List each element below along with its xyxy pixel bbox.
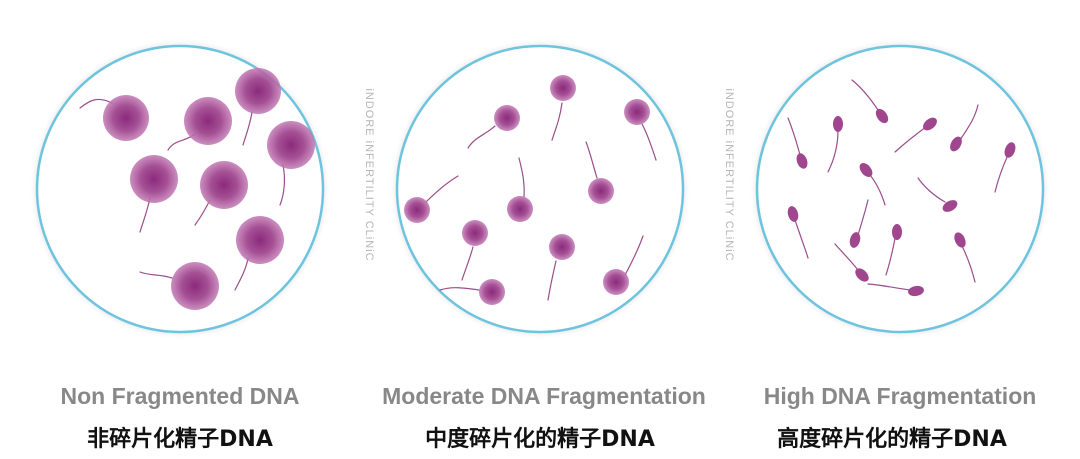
sperm-head <box>892 224 902 240</box>
sperm-tail <box>139 271 173 279</box>
sperm-head <box>908 285 924 297</box>
sperm-head <box>950 136 962 152</box>
sperm-head <box>849 232 861 248</box>
caption-zh-non-fragmented: 非碎片化精子DNA <box>87 427 273 452</box>
sperm-tail <box>242 111 253 146</box>
dish-3-sperm-group <box>787 79 1009 291</box>
sperm-tail <box>959 104 979 141</box>
sperm-head <box>796 153 808 169</box>
sperm-head <box>479 279 505 305</box>
sperm-head <box>507 196 533 222</box>
sperm-head <box>603 269 629 295</box>
sperm-tail <box>585 141 598 179</box>
caption-en-moderate: Moderate DNA Fragmentation <box>382 383 706 409</box>
sperm-tail <box>794 219 809 259</box>
sperm-tail <box>867 283 911 291</box>
sperm-head <box>942 200 958 212</box>
sperm-head <box>550 75 576 101</box>
sperm-tail <box>234 257 249 291</box>
watermark-1: iNDORE iNFERTILITY CLiNiC <box>361 30 377 320</box>
caption-en-high: High DNA Fragmentation <box>763 383 1037 409</box>
sperm-head <box>184 97 232 145</box>
sperm-tail <box>641 123 657 161</box>
sperm-tail <box>461 246 474 281</box>
dish-3-heads <box>787 108 1016 297</box>
caption-zh-high: 高度碎片化的精子DNA <box>777 427 1007 452</box>
sperm-head <box>235 68 281 114</box>
dish-2-sperm-group <box>425 102 657 301</box>
sperm-head <box>787 206 799 222</box>
sperm-tail <box>994 154 1009 193</box>
caption-en-non-fragmented: Non Fragmented DNA <box>60 383 300 409</box>
sperm-head <box>833 116 843 132</box>
sperm-tail <box>917 177 946 203</box>
sperm-head <box>200 161 248 209</box>
sperm-head <box>855 268 869 282</box>
sperm-head <box>103 95 149 141</box>
dish-high-fragmentation <box>754 43 1046 335</box>
sperm-head <box>954 232 966 248</box>
sperm-tail <box>961 245 976 283</box>
dish-non-fragmented <box>34 43 326 335</box>
caption-zh-moderate: 中度碎片化的精子DNA <box>425 427 655 452</box>
sperm-head <box>236 216 284 264</box>
sperm-head <box>859 163 873 177</box>
sperm-head <box>624 99 650 125</box>
dish-1-heads <box>103 68 315 310</box>
sperm-tail <box>425 175 459 203</box>
dish-3-rim <box>755 44 1045 334</box>
sperm-tail <box>79 98 113 109</box>
sperm-tail <box>869 174 886 206</box>
sperm-tail <box>827 129 839 173</box>
sperm-tail <box>857 199 869 236</box>
sperm-head <box>462 220 488 246</box>
sperm-tail <box>834 243 859 271</box>
sperm-head <box>588 178 614 204</box>
sperm-head <box>875 108 889 124</box>
sperm-tail <box>624 235 644 276</box>
sperm-tail <box>518 157 525 198</box>
sperm-head <box>923 117 937 131</box>
dish-moderate-fragmentation <box>394 43 686 335</box>
sperm-tail <box>885 237 896 276</box>
sperm-head <box>267 121 315 169</box>
watermark-2: iNDORE iNFERTILITY CLiNiC <box>721 30 737 320</box>
sperm-tail <box>787 117 801 156</box>
sperm-head <box>404 197 430 223</box>
dish-2-heads <box>404 75 650 305</box>
sperm-head <box>171 262 219 310</box>
sperm-tail <box>894 126 927 153</box>
sperm-tail <box>551 102 563 141</box>
sperm-tail <box>851 79 879 111</box>
sperm-tail <box>279 164 286 206</box>
sperm-head <box>494 105 520 131</box>
sperm-tail <box>547 260 557 301</box>
sperm-head <box>130 155 178 203</box>
sperm-tail <box>439 287 480 291</box>
sperm-tail <box>467 125 496 149</box>
sperm-head <box>1004 142 1016 158</box>
watermark-text: iNDORE iNFERTILITY CLiNiC <box>363 88 375 262</box>
sperm-head <box>549 234 575 260</box>
watermark-text: iNDORE iNFERTILITY CLiNiC <box>723 88 735 262</box>
